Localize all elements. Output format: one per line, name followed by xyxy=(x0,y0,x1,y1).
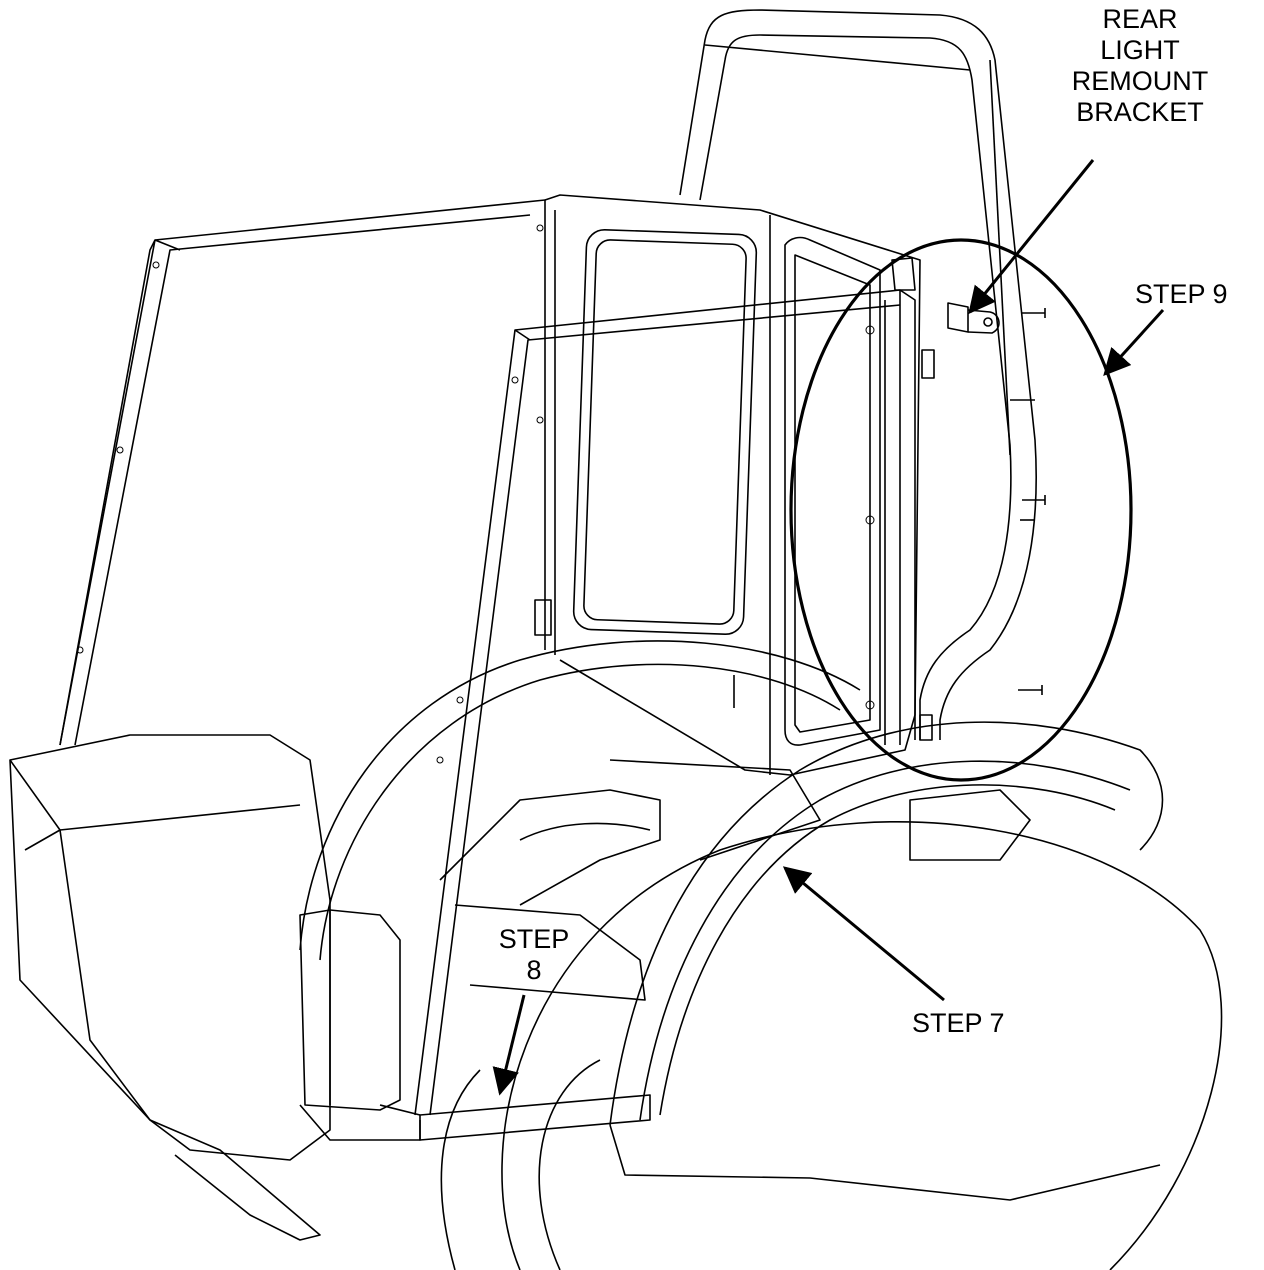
rear-tire xyxy=(440,821,1223,1270)
step9-label: STEP 9 xyxy=(1135,279,1228,309)
rops-frame xyxy=(679,9,1037,740)
step7-label: STEP 7 xyxy=(912,1008,1005,1038)
front-fender-block xyxy=(9,734,331,1241)
rear-window-left xyxy=(572,228,758,636)
step9-highlight-ellipse xyxy=(789,238,1133,782)
cab-left-frame xyxy=(59,199,546,746)
door-hinges xyxy=(534,257,935,741)
rear-light-bracket-label: REAR LIGHT REMOUNT BRACKET xyxy=(1045,4,1235,128)
arrow-rear-bracket xyxy=(968,159,1095,315)
arrow-step7 xyxy=(782,866,945,1002)
rear-fender xyxy=(299,640,1164,1201)
leader-arrows xyxy=(492,159,1165,1096)
cab-floor xyxy=(439,759,1031,1001)
label-line: STEP xyxy=(498,924,570,954)
label-line: 8 xyxy=(526,955,542,985)
door-frame xyxy=(379,289,916,1141)
cab-rear-wall xyxy=(544,194,921,776)
label-line: REAR xyxy=(1102,4,1178,34)
label-line: REMOUNT xyxy=(1071,66,1209,96)
step-block xyxy=(299,909,421,1141)
label-line: BRACKET xyxy=(1076,97,1204,127)
label-line: LIGHT xyxy=(1100,35,1180,65)
arrow-step9 xyxy=(1103,308,1165,377)
step8-label: STEP 8 xyxy=(484,924,584,986)
rear-window-right xyxy=(784,236,881,746)
arrow-step8 xyxy=(492,994,526,1096)
fasteners xyxy=(76,224,875,764)
bolts xyxy=(733,308,1046,708)
